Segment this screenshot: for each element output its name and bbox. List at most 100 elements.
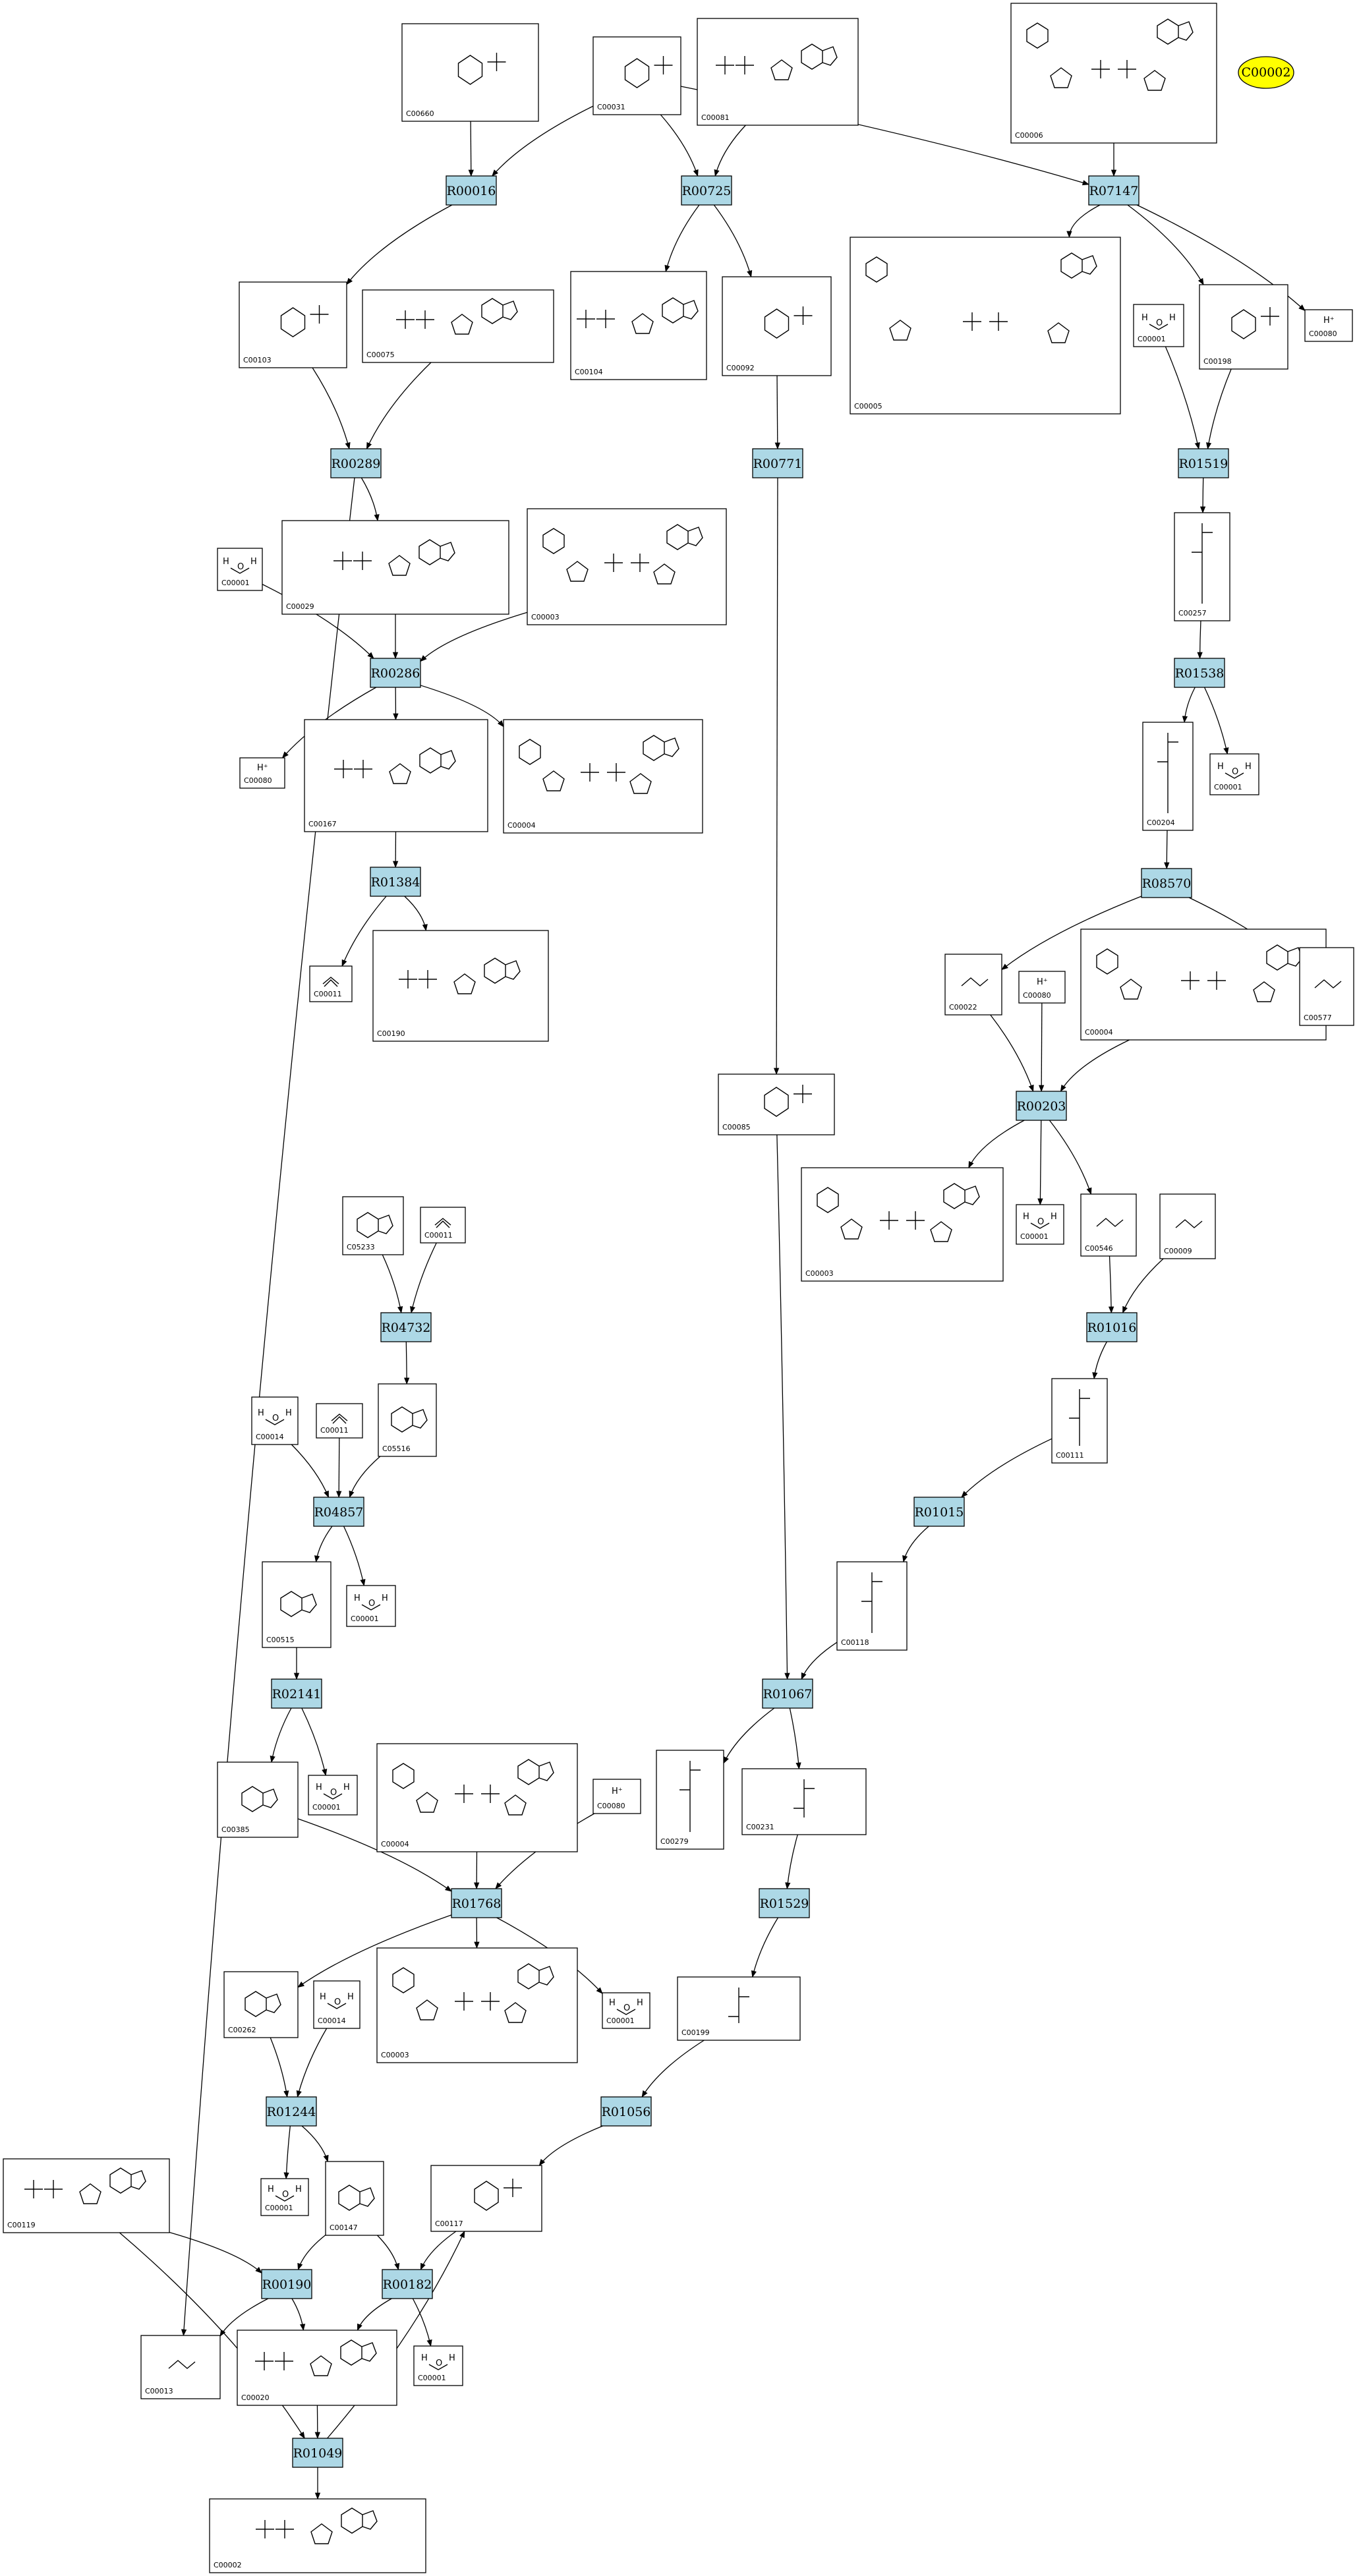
compound-id-label: C00199: [681, 2028, 710, 2037]
edge-C00031-R00016: [492, 105, 594, 177]
reaction-R00286[interactable]: R00286: [370, 658, 421, 688]
compound-C00080[interactable]: H⁺C00080: [592, 1779, 641, 1814]
compound-C00085[interactable]: C00085: [718, 1073, 835, 1135]
compound-C05233[interactable]: C05233: [342, 1196, 404, 1255]
compound-C00006[interactable]: C00006: [1010, 3, 1217, 144]
compound-C00515[interactable]: C00515: [262, 1561, 332, 1648]
reaction-R01768[interactable]: R01768: [451, 1888, 502, 1918]
compound-C00005[interactable]: C00005: [850, 237, 1121, 415]
reaction-R07147[interactable]: R07147: [1088, 175, 1140, 206]
compound-C00080[interactable]: H⁺C00080: [1018, 971, 1066, 1004]
compound-C00080[interactable]: H⁺C00080: [1304, 309, 1353, 342]
compound-C00003[interactable]: C00003: [801, 1167, 1004, 1282]
compound-C00022[interactable]: C00022: [944, 954, 1002, 1016]
compound-C00262[interactable]: C00262: [223, 1971, 299, 2038]
compound-C00104[interactable]: C00104: [570, 271, 707, 380]
compound-C00003[interactable]: C00003: [376, 1947, 578, 2063]
compound-box: [1010, 3, 1217, 144]
compound-C00011[interactable]: C00011: [420, 1207, 466, 1244]
highlight-node[interactable]: C00002: [1238, 56, 1294, 89]
reaction-R02141[interactable]: R02141: [271, 1678, 322, 1709]
compound-C00118[interactable]: C00118: [836, 1561, 908, 1651]
reaction-R00016[interactable]: R00016: [446, 175, 497, 206]
reaction-R04732[interactable]: R04732: [380, 1312, 432, 1342]
reaction-R01067[interactable]: R01067: [762, 1678, 813, 1709]
compound-C00546[interactable]: C00546: [1080, 1193, 1137, 1257]
svg-text:H: H: [421, 2353, 428, 2363]
compound-C00279[interactable]: C00279: [656, 1750, 724, 1850]
compound-C00190[interactable]: C00190: [372, 930, 549, 1042]
reaction-label: R01056: [602, 2105, 651, 2119]
compound-id-label: C00004: [507, 821, 536, 830]
compound-C00103[interactable]: C00103: [239, 281, 347, 368]
reaction-R01519[interactable]: R01519: [1178, 448, 1229, 478]
reaction-R00203[interactable]: R00203: [1016, 1091, 1067, 1121]
compound-C00257[interactable]: C00257: [1174, 512, 1230, 621]
compound-C00003[interactable]: C00003: [527, 508, 727, 625]
reaction-R01538[interactable]: R01538: [1174, 658, 1225, 688]
reaction-box: [1016, 1091, 1067, 1121]
reaction-label: R00203: [1017, 1099, 1066, 1114]
reaction-R00289[interactable]: R00289: [330, 448, 382, 478]
reaction-R00725[interactable]: R00725: [681, 175, 732, 206]
reaction-R01529[interactable]: R01529: [759, 1888, 810, 1918]
reaction-R01015[interactable]: R01015: [913, 1497, 965, 1527]
reaction-R01244[interactable]: R01244: [266, 2096, 317, 2127]
compound-C00147[interactable]: C00147: [325, 2161, 384, 2236]
compound-id-label: C00190: [377, 1029, 405, 1038]
edge-R00203-C00003b: [968, 1120, 1025, 1168]
reaction-R01049[interactable]: R01049: [292, 2438, 343, 2468]
compound-C00013[interactable]: C00013: [140, 2335, 221, 2399]
compound-C00081[interactable]: C00081: [697, 18, 859, 126]
compound-C00117[interactable]: C00117: [430, 2165, 542, 2232]
reaction-R00771[interactable]: R00771: [752, 448, 803, 478]
compound-C00004[interactable]: C00004: [1080, 929, 1327, 1041]
compound-id-label: C00001: [1020, 1232, 1049, 1241]
compound-C00199[interactable]: C00199: [677, 1976, 801, 2041]
reaction-R01384[interactable]: R01384: [370, 867, 421, 897]
reaction-R00190[interactable]: R00190: [261, 2269, 312, 2299]
structure-drawing: H⁺: [1037, 977, 1048, 987]
compound-C00080[interactable]: H⁺C00080: [239, 757, 285, 789]
compound-C00002[interactable]: C00002: [209, 2498, 426, 2573]
reaction-box: [330, 448, 382, 478]
compound-id-label: C00001: [312, 1803, 341, 1812]
compound-C00004[interactable]: C00004: [376, 1743, 578, 1852]
compound-C00119[interactable]: C00119: [3, 2158, 170, 2233]
compound-C00092[interactable]: C00092: [722, 276, 832, 376]
compound-C00031[interactable]: C00031: [592, 36, 681, 115]
compound-C00385[interactable]: C00385: [217, 1761, 299, 1838]
reaction-R01016[interactable]: R01016: [1086, 1312, 1138, 1342]
compound-C00009[interactable]: C00009: [1159, 1193, 1216, 1259]
compound-C00011[interactable]: C00011: [316, 1403, 363, 1439]
compound-C00660[interactable]: C00660: [401, 23, 539, 122]
compound-C00198[interactable]: C00198: [1199, 284, 1288, 370]
reaction-R00182[interactable]: R00182: [382, 2269, 433, 2299]
compound-C00004[interactable]: C00004: [503, 719, 703, 834]
compound-C00167[interactable]: C00167: [304, 719, 488, 832]
compound-C00577[interactable]: C00577: [1299, 947, 1354, 1026]
compound-C00029[interactable]: C00029: [281, 520, 509, 615]
reaction-R08570[interactable]: R08570: [1141, 868, 1192, 898]
reaction-R04857[interactable]: R04857: [313, 1497, 364, 1527]
edge-R07147-C00198: [1127, 204, 1204, 285]
compound-C00111[interactable]: C00111: [1051, 1378, 1108, 1464]
compound-C00231[interactable]: C00231: [741, 1768, 867, 1835]
compound-C05516[interactable]: C05516: [378, 1383, 437, 1457]
reaction-R01056[interactable]: R01056: [600, 2096, 652, 2127]
compound-C00204[interactable]: C00204: [1142, 722, 1194, 831]
compound-C00011[interactable]: C00011: [309, 965, 353, 1002]
compound-C00020[interactable]: C00020: [237, 2330, 397, 2406]
compound-C00075[interactable]: C00075: [362, 289, 554, 363]
